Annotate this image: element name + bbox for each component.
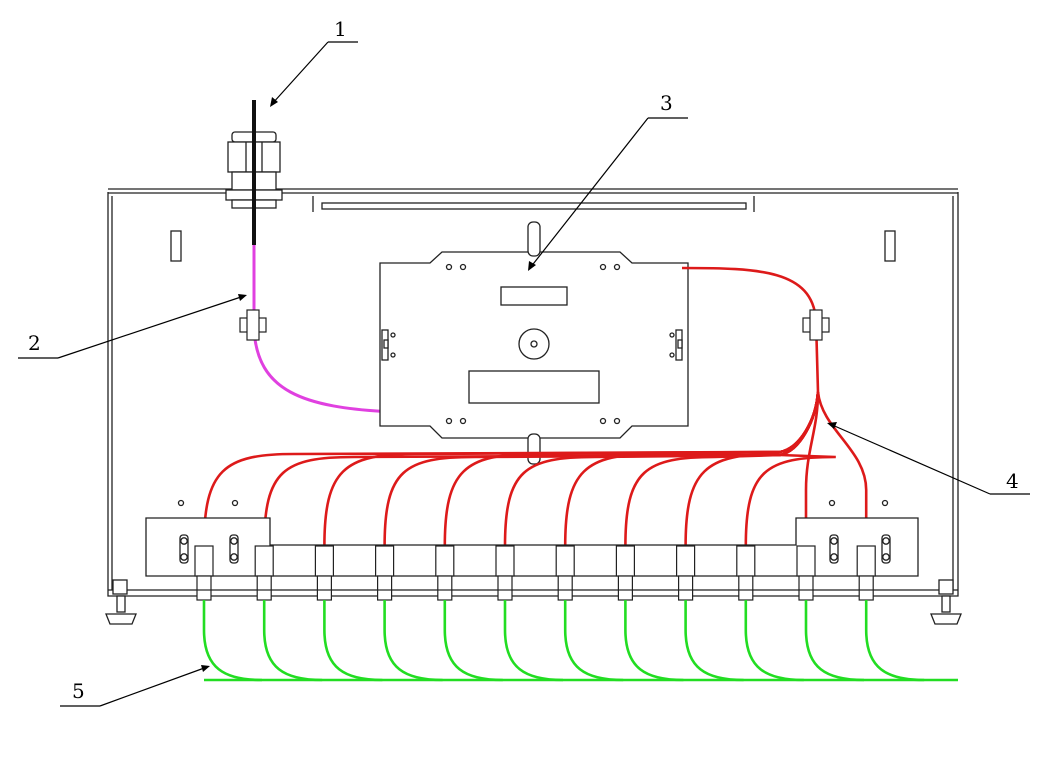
callout-4: 4 (827, 422, 1030, 495)
splice-tray (379, 221, 689, 465)
outbound-cable (383, 600, 443, 682)
callout-1-label: 1 (334, 17, 347, 41)
outbound-cable (864, 600, 925, 682)
inbound-cable-magenta (252, 245, 396, 414)
adapter (375, 545, 395, 601)
adapter (555, 545, 575, 601)
callout-5-label: 5 (72, 679, 85, 703)
pigtail (816, 391, 868, 546)
adapter (495, 545, 515, 601)
cable-clip-left (239, 309, 267, 341)
adapter (675, 545, 696, 601)
adapter (254, 545, 274, 601)
adapter (856, 545, 876, 601)
outbound-cable (443, 600, 503, 682)
cable-clip-right (802, 309, 830, 341)
callout-3-label: 3 (660, 91, 673, 115)
adapters (194, 545, 876, 601)
callout-4-label: 4 (1006, 469, 1019, 493)
callout-3: 3 (528, 91, 688, 271)
foot-left (105, 579, 137, 625)
callout-1: 1 (270, 17, 358, 107)
outbound-cable (503, 600, 564, 682)
adapter (796, 545, 816, 601)
outbound-cable (262, 600, 323, 682)
outbound-cable (563, 600, 624, 682)
callout-2: 2 (18, 294, 247, 359)
adapter-bracket (145, 499, 919, 577)
outbound-cable (624, 600, 684, 682)
fiber-pigtails (202, 266, 868, 547)
pigtail-trunk (681, 266, 820, 393)
outbound-cable (202, 600, 263, 682)
adapter (615, 545, 636, 601)
outbound-cable (744, 600, 804, 682)
adapter (736, 545, 756, 601)
foot-right (930, 579, 962, 625)
adapter (194, 545, 214, 601)
outbound-cable (684, 600, 744, 682)
outbound-cable (804, 600, 865, 682)
adapter (435, 545, 455, 601)
pigtail (744, 391, 836, 547)
callout-5: 5 (60, 665, 210, 707)
pigtail (804, 391, 820, 546)
outbound-cables (202, 600, 958, 682)
outbound-cable (323, 600, 383, 682)
adapter (314, 545, 334, 601)
callout-2-label: 2 (28, 331, 41, 355)
